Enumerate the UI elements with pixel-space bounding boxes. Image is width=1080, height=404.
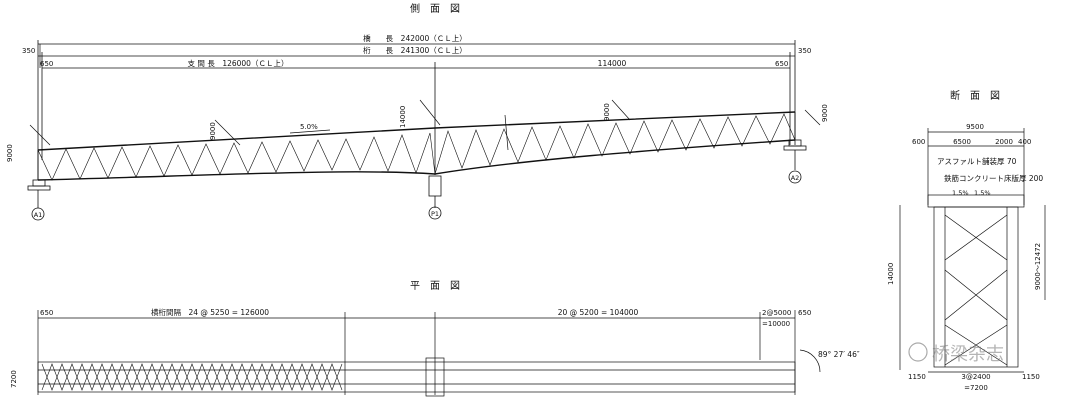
plan-end-line2: =10000 (762, 320, 790, 328)
span2-label: 114000 (598, 59, 627, 68)
height-right: 9000 (821, 104, 829, 122)
watermark: 桥梁杂志 (908, 342, 1004, 365)
plan-view-title: 平 面 図 (410, 280, 460, 292)
truss-side (37, 111, 796, 181)
plan-span1: 横桁間隔 24 @ 5250 = 126000 (151, 307, 269, 317)
height-mid2: 9000 (603, 103, 611, 121)
plan-span2: 20 @ 5200 = 104000 (558, 308, 639, 317)
height-left: 9000 (6, 144, 14, 162)
grade-label: 5.0% (300, 123, 318, 131)
plan-offset-right: 650 (798, 309, 811, 317)
section-w400: 400 (1018, 138, 1031, 146)
section-depth: 14000 (887, 263, 895, 285)
section-view: 断 面 図 9500 600 6500 2000 400 アスファルト舗装厚 7… (887, 89, 1046, 392)
offset-dim-left: 650 (40, 60, 53, 68)
side-view: 側 面 図 橋 長 242000（ＣＬ上） 桁 長 241300（ＣＬ上） 35… (6, 2, 829, 221)
watermark-text: 桥梁杂志 (932, 344, 1004, 365)
section-w2000: 2000 (995, 138, 1013, 146)
section-depth-range: 9000～12472 (1034, 243, 1042, 290)
section-b1150-right: 1150 (1022, 373, 1040, 381)
section-asphalt: アスファルト舗装厚 70 (937, 156, 1017, 166)
section-slope-right: 1.5% (974, 189, 991, 197)
section-b-center2: =7200 (964, 384, 988, 392)
section-view-title: 断 面 図 (950, 89, 1000, 102)
support-p1: P1 (431, 210, 439, 218)
truss-plan (41, 363, 343, 391)
section-total-width: 9500 (966, 123, 984, 131)
support-a2: A2 (791, 174, 800, 182)
span1-label: 支 間 長 126000（ＣＬ上） (188, 58, 289, 68)
wechat-icon (908, 342, 928, 362)
section-b-center1: 3@2400 (961, 373, 990, 381)
offset-dim-right: 650 (775, 60, 788, 68)
end-dim-left: 350 (22, 47, 35, 55)
section-rc-slab: 鉄筋コンクリート床版厚 200 (944, 173, 1043, 183)
plan-view: 平 面 図 650 横桁間隔 24 @ 5250 = 126000 20 @ 5… (10, 280, 860, 397)
plan-skew: 89° 27′ 46″ (818, 350, 860, 359)
side-view-title: 側 面 図 (410, 2, 460, 15)
girder-length-label: 桁 長 241300（ＣＬ上） (363, 45, 467, 55)
end-dim-right: 350 (798, 47, 811, 55)
height-mid1: 9000 (209, 122, 217, 140)
plan-width: 7200 (10, 370, 18, 388)
section-b1150-left: 1150 (908, 373, 926, 381)
support-a1: A1 (34, 211, 43, 219)
bridge-length-label: 橋 長 242000（ＣＬ上） (363, 33, 467, 43)
section-w600: 600 (912, 138, 925, 146)
section-slope-left: 1.5% (952, 189, 969, 197)
section-w6500: 6500 (953, 138, 971, 146)
plan-offset-left: 650 (40, 309, 53, 317)
height-p1: 14000 (399, 106, 407, 128)
plan-end-line1: 2@5000 (762, 309, 791, 317)
